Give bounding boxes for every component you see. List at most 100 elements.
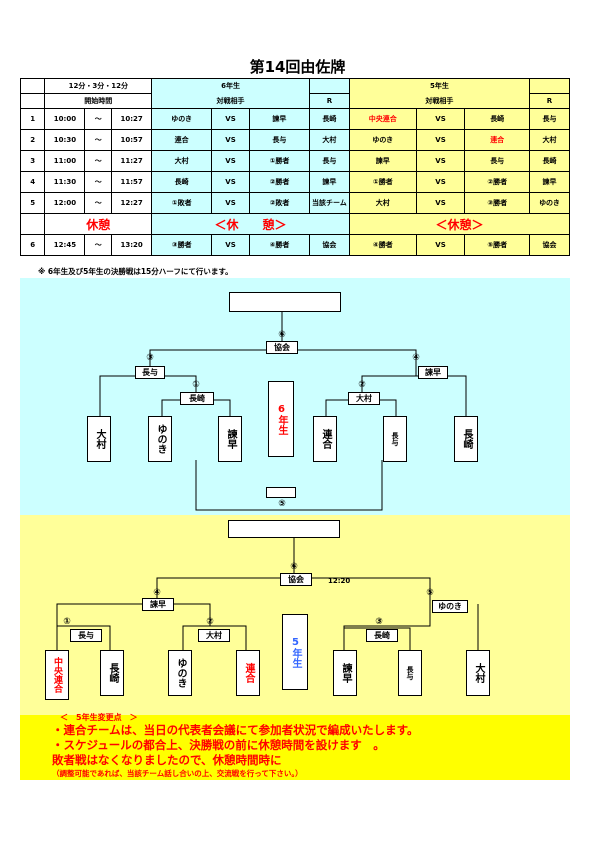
- cell-b6: 諫早: [248, 108, 310, 130]
- cell-b6: ②敗者: [248, 192, 310, 214]
- row6-start: 12:45: [44, 234, 86, 256]
- row6-r5: 協会: [528, 234, 571, 256]
- row6-a5: ④勝者: [348, 234, 417, 256]
- header-r6: R: [308, 93, 350, 109]
- final-box-5: [228, 520, 340, 538]
- cell-b5: 連合: [464, 129, 530, 151]
- final-note: ※ 6年生及び5年生の決勝戦は15分ハーフにて行います。: [38, 267, 233, 276]
- row6-no: 6: [19, 234, 46, 256]
- match-num5-4: ④: [153, 588, 161, 598]
- cell-b6: 長与: [248, 129, 310, 151]
- match-num-4: ④: [412, 353, 420, 363]
- rest-5: ＜休憩＞: [348, 213, 571, 235]
- ref5-2: 大村: [198, 629, 230, 642]
- match-num5-1: ①: [63, 617, 71, 627]
- cell-vs5: VS: [415, 192, 466, 214]
- team-chuo-rengo-5: 中央連合: [45, 650, 69, 700]
- team-nagasaki-5: 長崎: [100, 650, 124, 696]
- cell-a6: 長崎: [151, 171, 213, 193]
- cell-vs6: VS: [211, 192, 250, 214]
- cell-b5: ②勝者: [464, 171, 530, 193]
- cell-r5: 諫早: [528, 171, 571, 193]
- ref-3: 長与: [135, 366, 165, 379]
- grade5-label: 5年生: [282, 614, 308, 690]
- row6-vs6: VS: [211, 234, 250, 256]
- cell-a5: 諫早: [348, 150, 417, 172]
- team-rengo-6: 連合: [313, 416, 337, 462]
- row6-b6: ④勝者: [248, 234, 310, 256]
- final-box-6: [229, 292, 341, 312]
- match-num-2: ②: [358, 380, 366, 390]
- cell-a6: ゆのき: [151, 108, 213, 130]
- match-num5-6: ⑥: [290, 562, 298, 572]
- header-opponent5: 対戦相手: [348, 93, 530, 109]
- team-rengo-5: 連合: [236, 650, 260, 696]
- rest-6: ＜休 憩＞: [151, 213, 350, 235]
- match-num5-5: ⑤: [426, 588, 434, 598]
- cell-vs6: VS: [211, 150, 250, 172]
- header-grade6: 6年生: [151, 78, 310, 94]
- match-num5-3: ③: [375, 617, 383, 627]
- team-isahaya-5: 諫早: [333, 650, 357, 696]
- changes-panel: [20, 715, 570, 780]
- match-num5-2: ②: [206, 617, 214, 627]
- cell-vs5: VS: [415, 108, 466, 130]
- row6-end: 13:20: [111, 234, 153, 256]
- ref5-1: 長与: [70, 629, 102, 642]
- cell-r6: 長与: [308, 150, 350, 172]
- row6-a6: ③勝者: [151, 234, 213, 256]
- team-omura-5: 大村: [466, 650, 490, 696]
- row6-b5: ⑤勝者: [464, 234, 530, 256]
- header-opponent6: 対戦相手: [151, 93, 310, 109]
- time-note-5: 12:20: [328, 577, 351, 585]
- cell-r5: 長崎: [528, 150, 571, 172]
- ref5-4: 諫早: [142, 598, 174, 611]
- cell-r6: 長崎: [308, 108, 350, 130]
- page-title: 第14回由佐牌: [249, 58, 346, 76]
- header-r6-blank: [308, 78, 350, 94]
- header-grade5: 5年生: [348, 78, 530, 94]
- cell-r6: 大村: [308, 129, 350, 151]
- cell-r6: 諫早: [308, 171, 350, 193]
- cell-b5: 長与: [464, 150, 530, 172]
- team-yunoki-5: ゆのき: [168, 650, 192, 696]
- changes-line3: 敗者戦はなくなりましたので、休憩時間時に: [52, 753, 282, 767]
- cell-b5: 長崎: [464, 108, 530, 130]
- cell-a6: 連合: [151, 129, 213, 151]
- cell-b6: ②勝者: [248, 171, 310, 193]
- cell-vs5: VS: [415, 150, 466, 172]
- ref-6: 協会: [266, 341, 298, 354]
- ref-2: 大村: [348, 392, 380, 405]
- ref5-3: 長崎: [366, 629, 398, 642]
- changes-line2: ・スケジュールの都合上、決勝戦の前に休憩時間を設けます 。: [52, 738, 385, 752]
- changes-line1: ・連合チームは、当日の代表者会議にて参加者状況で編成いたします。: [52, 723, 419, 737]
- box-5-small: [266, 487, 296, 498]
- team-omura-6: 大村: [87, 416, 111, 462]
- match-num-6: ⑥: [278, 330, 286, 340]
- cell-r6: 当該チーム: [308, 192, 350, 214]
- match-num-3: ③: [146, 353, 154, 363]
- match-num-1: ①: [192, 380, 200, 390]
- cell-vs5: VS: [415, 171, 466, 193]
- team-nagayo-5: 長与: [398, 650, 422, 696]
- changes-heading: ＜ 5年生変更点 ＞: [60, 713, 138, 722]
- ref-4: 諫早: [418, 366, 448, 379]
- ref5-6: 協会: [280, 573, 312, 586]
- grade6-label: 6年生: [268, 381, 294, 457]
- cell-r5: 長与: [528, 108, 571, 130]
- team-nagayo-6: 長与: [383, 416, 407, 462]
- cell-a5: 大村: [348, 192, 417, 214]
- row6-r6: 協会: [308, 234, 350, 256]
- team-isahaya-6: 諫早: [218, 416, 242, 462]
- cell-b5: ③勝者: [464, 192, 530, 214]
- cell-vs6: VS: [211, 129, 250, 151]
- match-num-5: ⑤: [278, 499, 286, 509]
- changes-line4: （調整可能であれば、当該チーム話し合いの上、交流戦を行って下さい。）: [52, 769, 303, 778]
- cell-a5: ①勝者: [348, 171, 417, 193]
- team-yunoki-6: ゆのき: [148, 416, 172, 462]
- ref5-5: ゆのき: [432, 600, 468, 613]
